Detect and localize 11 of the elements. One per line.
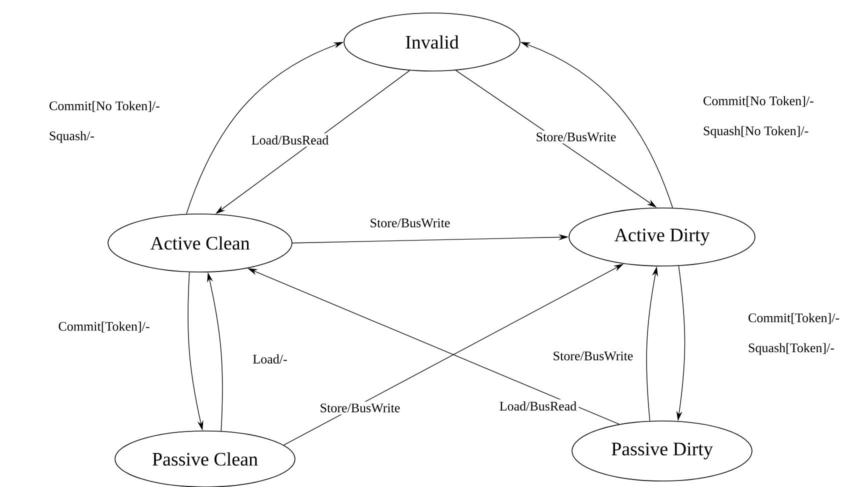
- edge-label: Commit[Token]/- Squash[Token]/-: [746, 311, 850, 357]
- edge-label: Store/BusWrite: [318, 402, 402, 414]
- edge-label: Load/BusRead: [497, 399, 579, 413]
- edge-label: Commit[No Token]/- Squash/-: [47, 99, 165, 145]
- edge-label: Store/BusWrite: [368, 216, 452, 230]
- edge-label: Store/BusWrite: [550, 350, 636, 362]
- edge-label: Commit[No Token]/- Squash[No Token]/-: [701, 94, 819, 140]
- edge-label: Commit[Token]/-: [56, 320, 152, 334]
- edge-label: Store/BusWrite: [534, 130, 618, 144]
- edge-label: Load/BusRead: [249, 133, 331, 147]
- edge-label: Load/-: [250, 352, 290, 366]
